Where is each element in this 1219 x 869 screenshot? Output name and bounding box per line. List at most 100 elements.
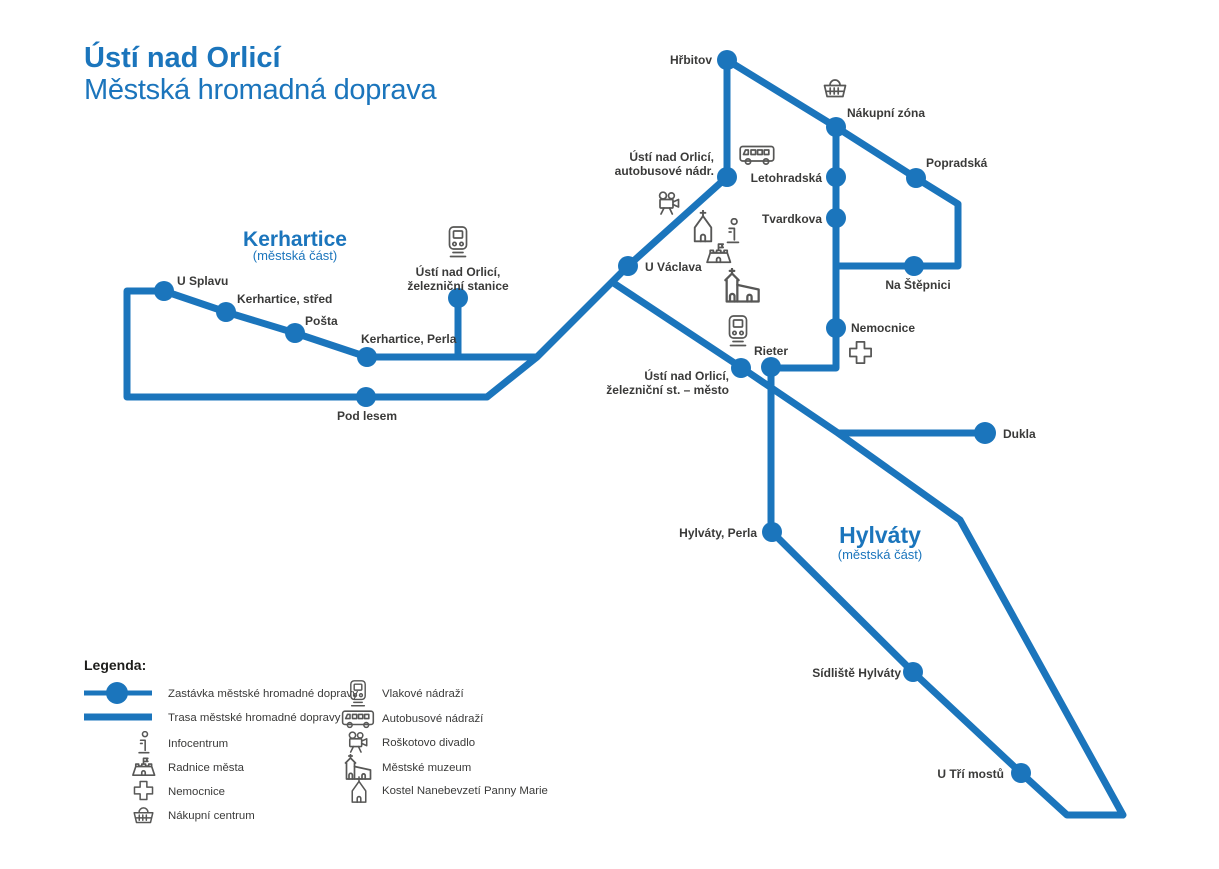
bus-station-icon: [739, 145, 775, 165]
label-popradska: Popradská: [926, 156, 988, 170]
route-lines: [123, 57, 1127, 819]
legend-label-vlakove-nadrazi: Vlakové nádraží: [382, 688, 465, 700]
stop-sidliste-hylvaty: [903, 662, 923, 682]
route-main-west-chain: [162, 60, 731, 361]
stop-pod-lesem: [356, 387, 376, 407]
area-kerhartice: Kerhartice: [243, 228, 347, 251]
label-zeleznicni-st-mesto-line2: železniční st. – město: [606, 383, 729, 397]
townhall-icon: [132, 757, 156, 777]
legend-label-radnice: Radnice města: [168, 762, 245, 774]
stop-letohradska: [826, 167, 846, 187]
legend-label-roskotovo-divadlo: Roškotovo divadlo: [382, 737, 475, 749]
legend-item-autobusove-nadrazi: Autobusové nádraží: [341, 710, 484, 729]
area-labels: Kerhartice (městská část) Hylváty (městs…: [243, 228, 922, 562]
legend-item-trasa: Trasa městské hromadné dopravy: [84, 712, 341, 724]
legend-item-mestske-muzeum: Městské muzeum: [344, 754, 471, 780]
bus-station-icon: [341, 710, 375, 729]
label-nakupni-zona: Nákupní zóna: [847, 106, 925, 120]
label-posta: Pošta: [305, 314, 338, 328]
label-na-stepnici: Na Štěpnici: [885, 277, 950, 292]
train-station-icon-rieter: [728, 315, 748, 347]
movie-camera-icon: [658, 191, 680, 215]
label-u-vaclava: U Václava: [645, 260, 702, 274]
label-rieter: Rieter: [754, 344, 788, 358]
legend-label-infocentrum: Infocentrum: [168, 738, 228, 750]
stop-nemocnice: [826, 318, 846, 338]
stop-kerhartice-stred: [216, 302, 236, 322]
legend-label-mestske-muzeum: Městské muzeum: [382, 762, 471, 774]
label-kerhartice-perla: Kerhartice, Perla: [361, 332, 457, 346]
area-kerhartice-subtitle: (městská část): [253, 248, 338, 263]
stop-zeleznicni-st-mesto: [731, 358, 751, 378]
church-icon: [693, 210, 713, 243]
area-hylvaty: Hylváty: [839, 522, 921, 548]
museum-icon: [724, 268, 760, 303]
label-zeleznicni-stanice-line2: železniční stanice: [407, 279, 509, 293]
label-zeleznicni-st-mesto-line1: Ústí nad Orlicí,: [644, 368, 729, 383]
legend-label-trasa: Trasa městské hromadné dopravy: [168, 712, 341, 724]
museum-icon: [344, 754, 372, 780]
legend-item-nemocnice: Nemocnice: [133, 780, 225, 801]
legend-item-zastavka: Zastávka městské hromadné dopravy: [84, 682, 358, 704]
label-u-splavu: U Splavu: [177, 274, 228, 288]
label-pod-lesem: Pod lesem: [337, 409, 397, 423]
legend: Legenda: Zastávka městské hromadné dopra…: [84, 657, 548, 824]
route-north-loop: [725, 57, 962, 270]
stop-hylvaty-perla: [762, 522, 782, 542]
legend-label-nakupni-centrum: Nákupní centrum: [168, 810, 255, 822]
page-title: Ústí nad Orlicí: [84, 40, 282, 74]
infocentrum-icon: [726, 218, 740, 244]
shopping-basket-icon: [133, 807, 154, 824]
label-dukla: Dukla: [1003, 427, 1036, 441]
legend-item-radnice: Radnice města: [132, 757, 245, 777]
label-kerhartice-stred: Kerhartice, střed: [237, 292, 332, 306]
label-autobusove-nadrazi-line2: autobusové nádr.: [615, 164, 714, 178]
stop-u-splavu: [154, 281, 174, 301]
stop-na-stepnici: [904, 256, 924, 276]
stop-zeleznicni-stanice: [448, 288, 468, 308]
label-autobusove-nadrazi-line1: Ústí nad Orlicí,: [629, 149, 714, 164]
stop-hrbitov: [717, 50, 737, 70]
area-hylvaty-subtitle: (městská část): [838, 547, 923, 562]
legend-item-nakupni-centrum: Nákupní centrum: [133, 807, 255, 824]
legend-item-vlakove-nadrazi: Vlakové nádraží: [350, 680, 465, 707]
shopping-basket-icon: [823, 79, 847, 98]
stop-kerhartice-perla: [357, 347, 377, 367]
route-center-vertical: [771, 127, 840, 372]
stops: [154, 50, 1031, 783]
label-zeleznicni-stanice-line1: Ústí nad Orlicí,: [416, 264, 501, 279]
legend-label-zastavka: Zastávka městské hromadné dopravy: [168, 688, 358, 700]
stop-rieter: [761, 357, 781, 377]
label-sidliste-hylvaty: Sídliště Hylváty: [812, 666, 901, 680]
page-subtitle: Městská hromadná doprava: [84, 74, 437, 106]
label-letohradska: Letohradská: [751, 171, 823, 185]
stop-autobusove-nadrazi: [717, 167, 737, 187]
stop-u-vaclava: [618, 256, 638, 276]
legend-label-kostel: Kostel Nanebevzetí Panny Marie: [382, 785, 548, 797]
stop-tvardkova: [826, 208, 846, 228]
townhall-icon: [706, 243, 732, 264]
legend-item-roskotovo-divadlo: Roškotovo divadlo: [348, 731, 475, 753]
stop-dukla: [974, 422, 996, 444]
stop-nakupni-zona: [826, 117, 846, 137]
legend-label-autobusove-nadrazi: Autobusové nádraží: [382, 713, 484, 725]
stop-u-tri-mostu: [1011, 763, 1031, 783]
hospital-cross-icon: [849, 341, 872, 364]
label-nemocnice: Nemocnice: [851, 321, 915, 335]
movie-camera-icon: [348, 731, 368, 753]
infocentrum-icon: [138, 731, 150, 754]
label-tvardkova: Tvardkova: [762, 212, 822, 226]
label-hylvaty-perla: Hylváty, Perla: [679, 526, 757, 540]
label-hrbitov: Hřbitov: [670, 53, 712, 67]
legend-item-kostel: Kostel Nanebevzetí Panny Marie: [351, 776, 548, 803]
stop-symbol-dot: [106, 682, 128, 704]
church-icon: [351, 776, 367, 803]
route-hylvaty-loop: [610, 279, 1127, 819]
train-station-icon-stanice: [448, 226, 468, 258]
legend-item-infocentrum: Infocentrum: [138, 731, 228, 754]
stop-posta: [285, 323, 305, 343]
stop-popradska: [906, 168, 926, 188]
stop-labels: Hřbitov Nákupní zóna Letohradská Poprads…: [177, 53, 1036, 781]
